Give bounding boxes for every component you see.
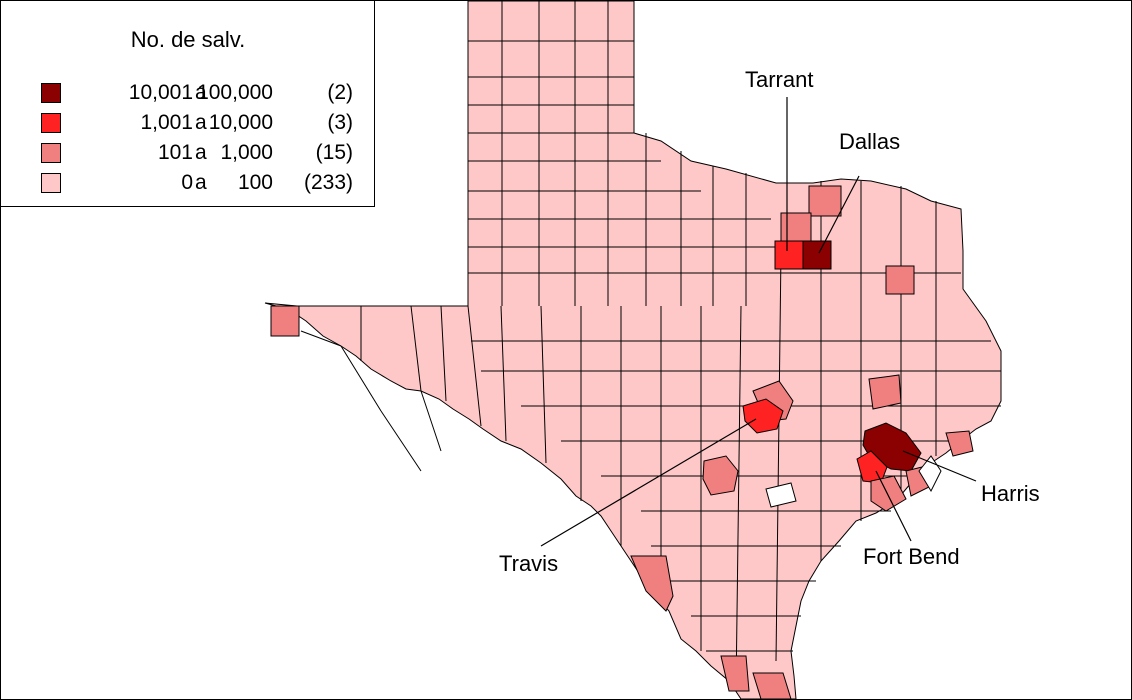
legend-to: 100,000 — [197, 81, 273, 104]
county-bexar — [702, 455, 739, 496]
county-travis — [742, 398, 784, 434]
county-webb — [630, 555, 674, 612]
county-jefferson — [945, 430, 974, 457]
legend-sep: a — [195, 111, 207, 134]
legend-count: (2) — [327, 81, 353, 104]
panhandle-county-grid — [468, 1, 961, 306]
county-white-gap — [765, 482, 797, 508]
county-denton — [780, 212, 812, 242]
label-harris: Harris — [981, 481, 1040, 506]
legend-item-2: 1,001 a 10,000 (3) — [41, 111, 371, 137]
county-hidalgo — [720, 655, 750, 692]
legend-count: (15) — [315, 141, 353, 164]
label-fort-bend: Fort Bend — [863, 544, 960, 569]
legend-to: 100 — [237, 171, 273, 194]
legend-from: 10,001 — [128, 81, 193, 104]
label-travis: Travis — [499, 551, 558, 576]
county-collin — [808, 185, 842, 217]
leader-fort-bend — [875, 470, 912, 542]
legend-swatch — [41, 173, 61, 193]
legend-title: No. de salv. — [130, 27, 246, 52]
legend-from: 101 — [157, 141, 193, 164]
legend-item-1: 10,001 a 100,000 (2) — [41, 81, 371, 107]
legend-count: (233) — [303, 171, 353, 194]
legend-sep: a — [195, 81, 207, 104]
leader-travis — [540, 418, 757, 547]
legend-from: 1,001 — [140, 111, 193, 134]
leader-harris — [902, 450, 977, 482]
legend-sep: a — [195, 171, 207, 194]
legend-to: 10,000 — [208, 111, 273, 134]
label-dallas: Dallas — [839, 129, 900, 154]
county-montgomery — [868, 374, 902, 410]
county-far-west — [270, 305, 300, 337]
legend-swatch — [41, 83, 61, 103]
county-cameron — [752, 672, 792, 699]
legend-swatch — [41, 143, 61, 163]
legend-count: (3) — [327, 111, 353, 134]
texas-state-outline — [264, 1, 1002, 699]
legend-to: 1,000 — [220, 141, 273, 164]
county-fort-bend — [856, 450, 888, 484]
legend-item-3: 101 a 1,000 (15) — [41, 141, 371, 167]
county-brazoria — [870, 475, 907, 512]
legend-item-4: 0 a 100 (233) — [41, 171, 371, 197]
legend-from: 0 — [181, 171, 193, 194]
county-tarrant — [774, 240, 804, 270]
county-smith — [885, 265, 915, 295]
legend-swatch — [41, 113, 61, 133]
map-legend: No. de salv. 10,001 a 100,000 (2) 1,001 … — [1, 1, 375, 207]
county-dallas — [802, 240, 832, 270]
leader-dallas — [818, 175, 860, 254]
label-tarrant: Tarrant — [745, 67, 813, 92]
legend-sep: a — [195, 141, 207, 164]
